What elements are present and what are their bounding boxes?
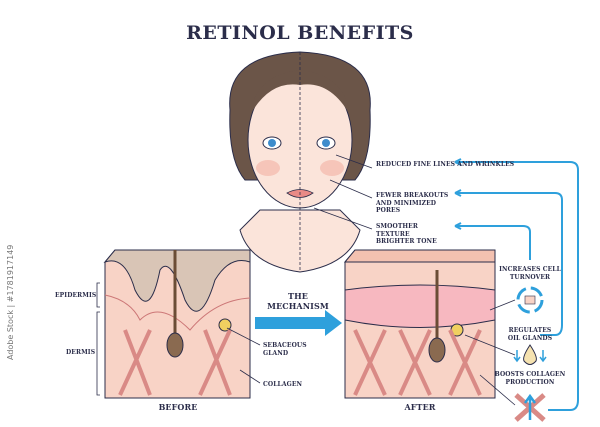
label-after: AFTER [404, 402, 436, 412]
step-cell-turnover: INCREASES CELL TURNOVER [499, 266, 561, 281]
oil-drop-icon [513, 344, 547, 365]
watermark: Adobe Stock | #1781917149 [6, 244, 15, 360]
mechanism-arrow [255, 310, 342, 336]
cell-turnover-icon [516, 286, 544, 314]
skin-before [103, 249, 251, 399]
label-sebaceous-gland: SEBACEOUS GLAND [263, 342, 307, 357]
label-before: BEFORE [158, 402, 198, 412]
skin-after [343, 249, 516, 406]
step-oil-glands: REGULATES OIL GLANDS [507, 327, 553, 342]
page-title: RETINOL BENEFITS [186, 22, 414, 44]
collagen-boost-icon [514, 393, 546, 422]
label-dermis: DERMIS [66, 349, 96, 356]
face-illustration [229, 51, 373, 273]
mechanism-label: THE MECHANISM [267, 291, 329, 311]
label-texture: SMOOTHER TEXTURE BRIGHTER TONE [376, 223, 437, 245]
label-breakouts: FEWER BREAKOUTS AND MINIMIZED PORES [376, 192, 449, 214]
label-epidermis: EPIDERMIS [55, 292, 97, 299]
label-fine-lines: REDUCED FINE LINES AND WRINKLES [376, 161, 515, 168]
label-collagen: COLLAGEN [263, 381, 303, 388]
feedback-arrows [454, 158, 579, 411]
step-collagen: BOOSTS COLLAGEN PRODUCTION [494, 371, 566, 386]
